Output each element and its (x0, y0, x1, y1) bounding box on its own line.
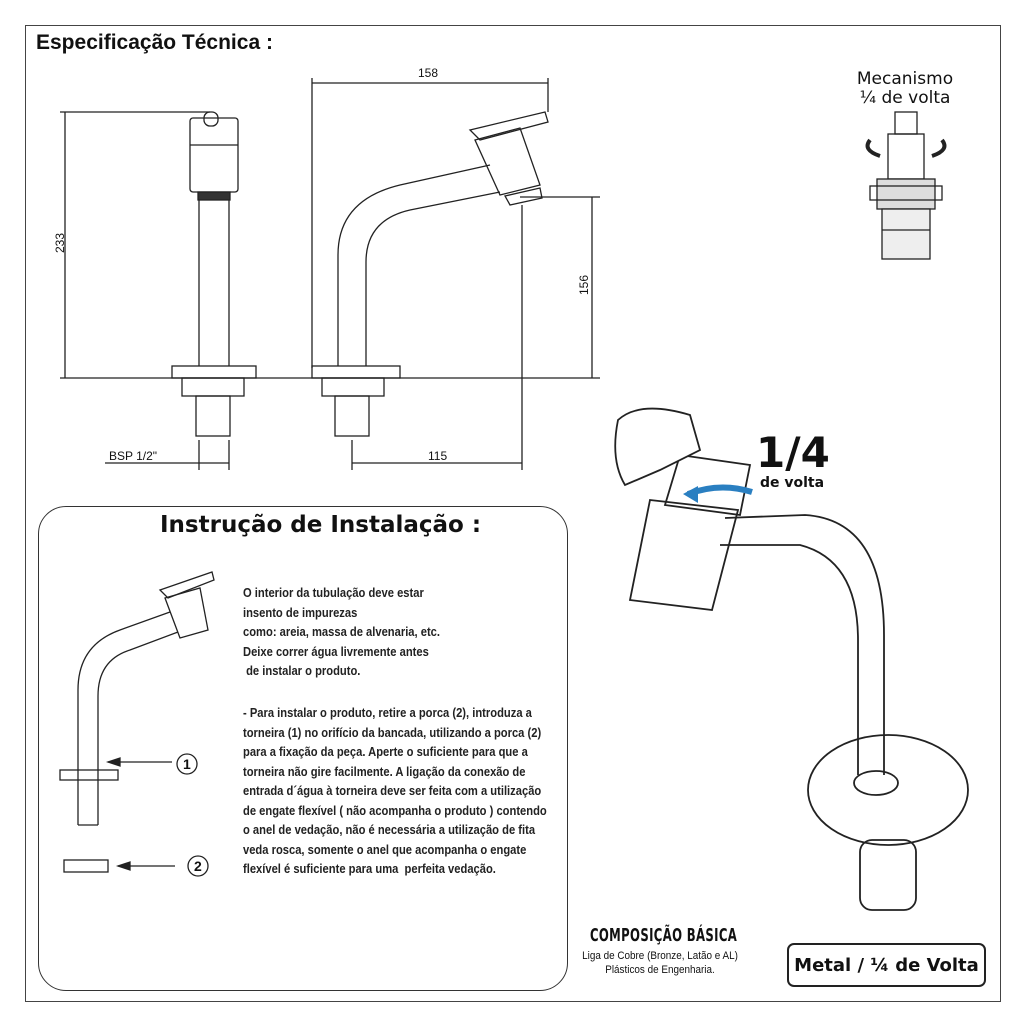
installation-paragraph-1: O interior da tubulação deve estar insen… (243, 585, 441, 678)
mechanism-label: Mecanismo ¼ de volta (850, 70, 960, 108)
quarter-turn-fraction: 1/4 (756, 428, 830, 477)
dim-length: 158 (418, 66, 439, 80)
side-view-drawing (311, 78, 600, 470)
composition-title: COMPOSIÇÃO BÁSICA (590, 925, 738, 946)
page-frame (25, 25, 1001, 1002)
composition-line-1: Liga de Cobre (Bronze, Latão e AL) (582, 950, 738, 962)
installation-paragraph-2: - Para instalar o produto, retire a porc… (243, 705, 547, 876)
installation-title: Instrução de Instalação : (160, 512, 482, 538)
product-badge-label: Metal / ¼ de Volta (794, 954, 979, 976)
callout-2-label: 2 (194, 858, 202, 874)
faucet-illustration (614, 407, 969, 911)
front-view-drawing (60, 111, 600, 470)
dim-height-total: 233 (53, 232, 68, 254)
dim-thread: BSP 1/2" (109, 449, 158, 463)
callout-1-label: 1 (183, 756, 191, 772)
page-title: Especificação Técnica : (36, 31, 273, 54)
dim-spout-height: 156 (577, 274, 592, 296)
dim-base-to-outlet: 115 (428, 449, 448, 463)
quarter-turn-subtitle: de volta (760, 475, 825, 491)
mechanism-line1: Mecanismo (856, 69, 954, 89)
composition-line-2: Plásticos de Engenharia. (605, 964, 715, 976)
mechanism-line2: ¼ de volta (859, 88, 951, 108)
installation-drawing (59, 571, 215, 877)
cartridge-drawing (865, 111, 947, 260)
installation-box (38, 506, 568, 991)
product-badge: Metal / ¼ de Volta (787, 943, 986, 987)
